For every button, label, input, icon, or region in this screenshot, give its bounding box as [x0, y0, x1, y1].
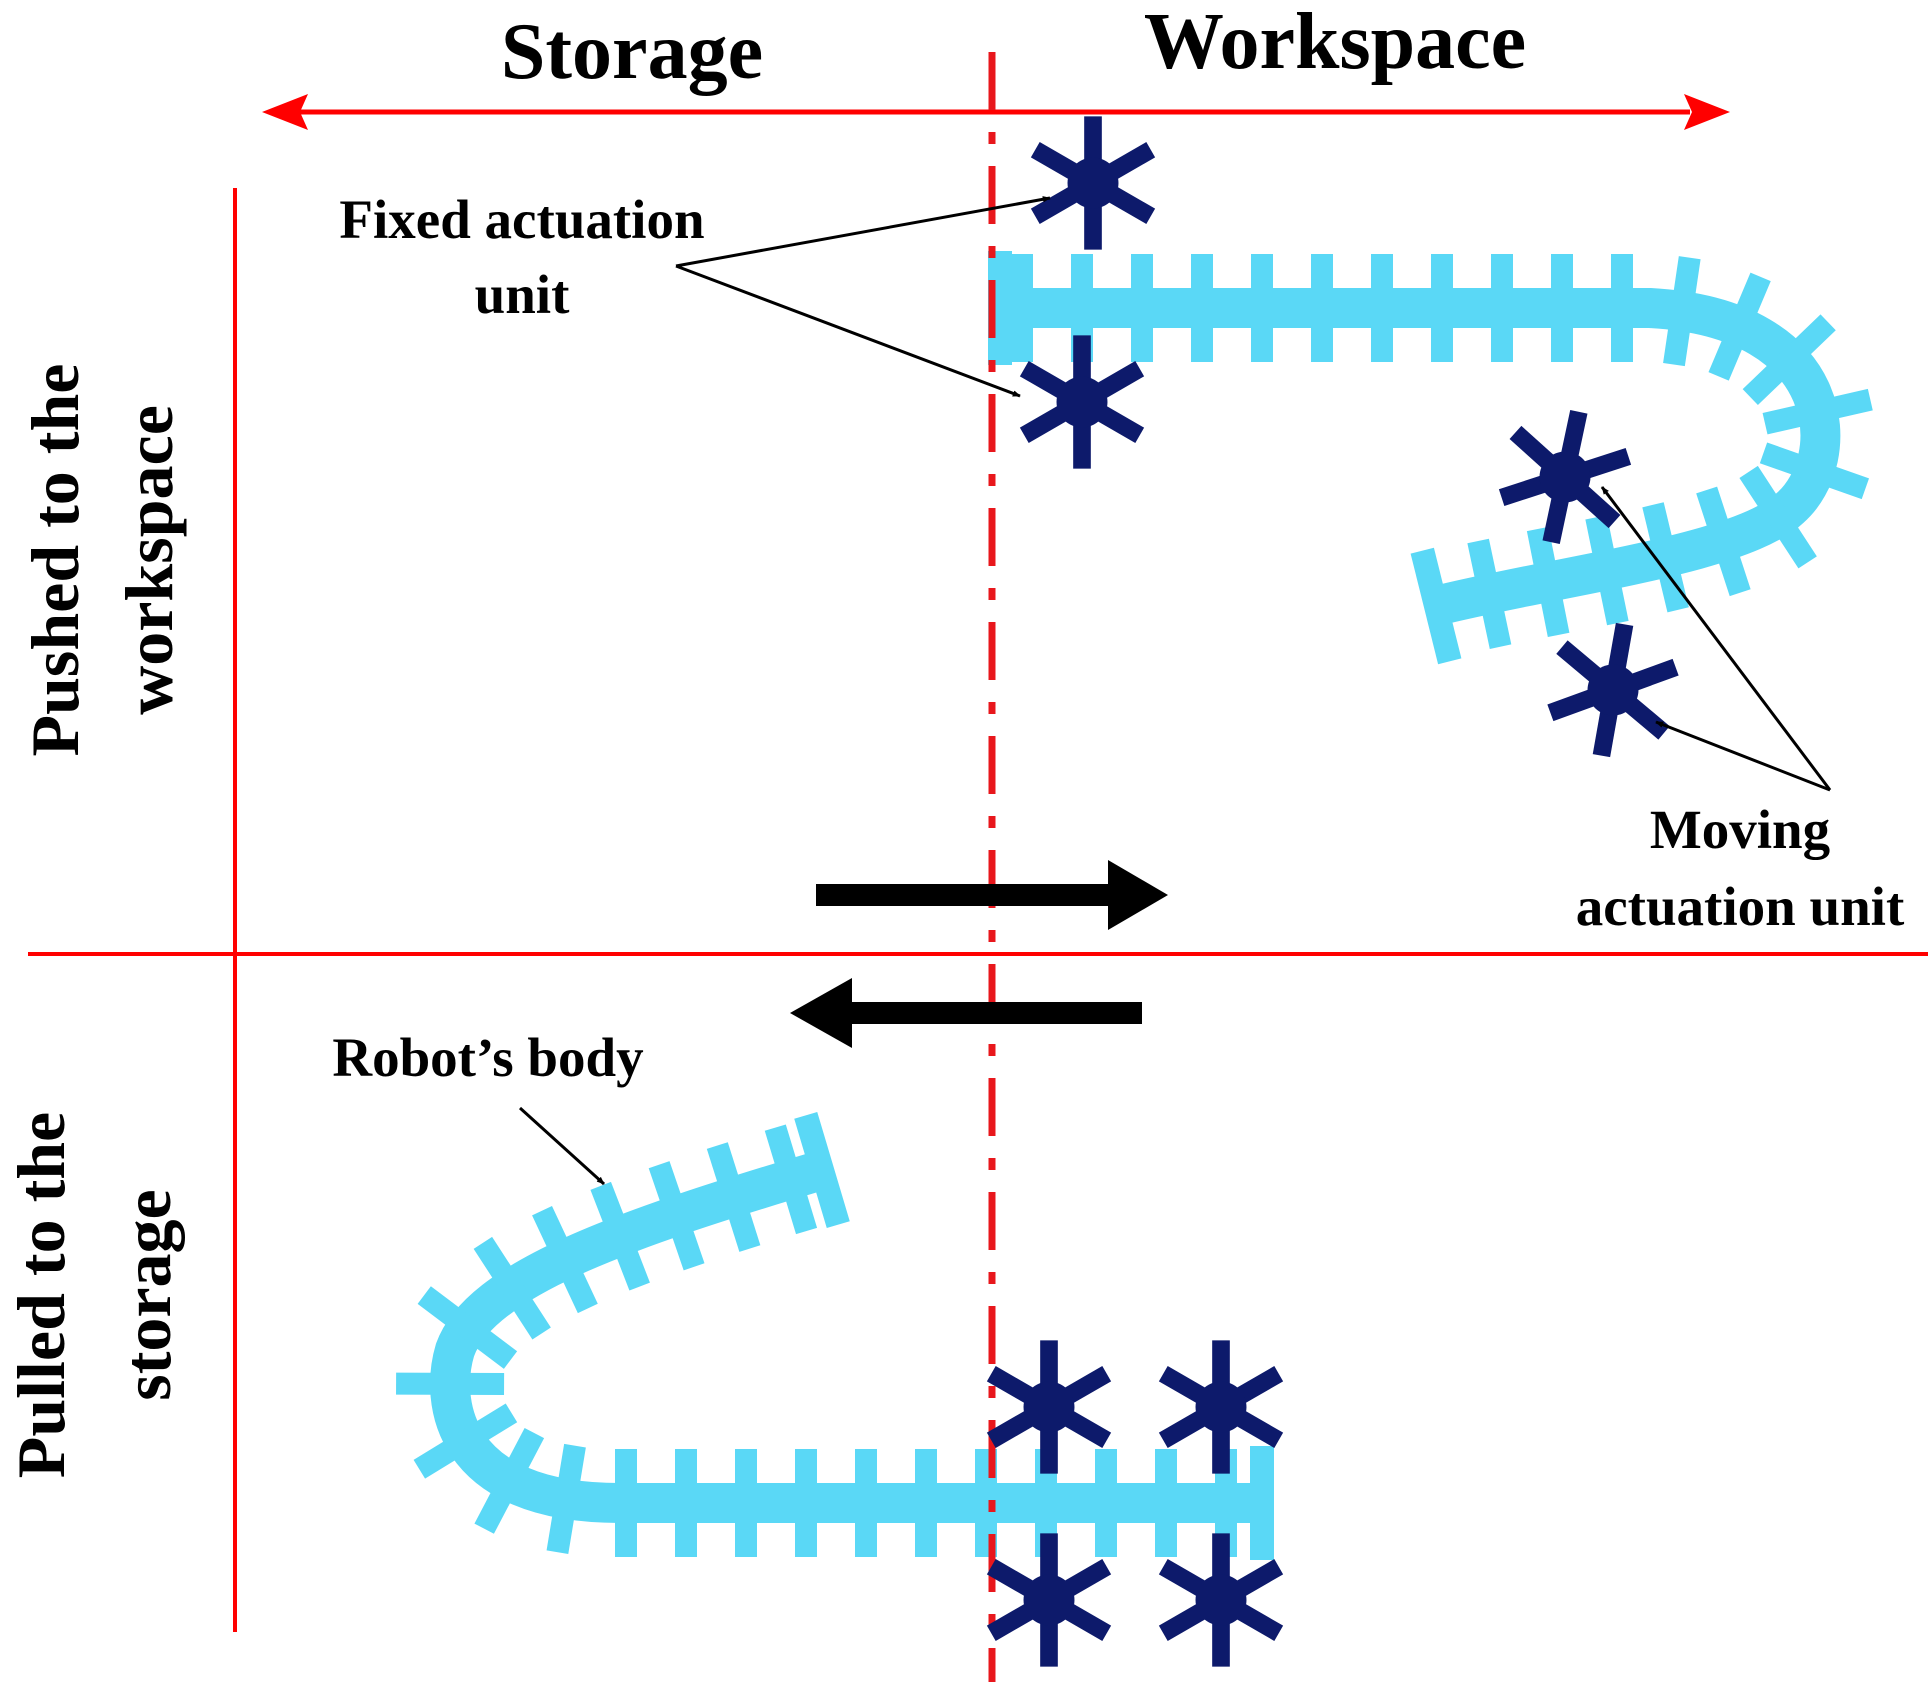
row-label-pulled-line1: Pulled to the: [3, 1112, 79, 1478]
workspace-label: Workspace: [1144, 0, 1526, 86]
robot-segment-tick: [648, 1161, 705, 1271]
moving-actuation-unit-icon: [1490, 398, 1640, 556]
robot-segment-tick: [1526, 526, 1570, 638]
robot-segment-tick: [764, 1124, 818, 1235]
robot-segment-tick: [417, 1286, 518, 1369]
robot-body-pushed: [988, 251, 1873, 665]
row-label-pushed: Pushed to the: [17, 364, 93, 757]
robot-segment-tick: [413, 1403, 518, 1479]
pull-direction-arrow-icon: [790, 978, 1142, 1048]
storage-workspace-axis-arrow: [262, 94, 1730, 130]
fixed-actuation-unit-icon: [1019, 335, 1145, 469]
fixed-unit-pointer-upper: [675, 196, 1051, 268]
robot-body-pulled: [396, 1111, 1274, 1560]
fixed-unit-label-line2: unit: [475, 264, 570, 325]
fixed-unit-pointer-lower: [675, 264, 1021, 398]
robot-end-plate: [1410, 547, 1462, 665]
robot-segment-tick: [1762, 388, 1873, 435]
robot-segment-tick: [532, 1205, 598, 1314]
row-label-pulled-line2: storage: [109, 1189, 185, 1400]
robot-segment-tick: [1642, 502, 1689, 613]
robot-segment-tick: [1585, 515, 1629, 626]
row-label-pulled: Pulled to the: [3, 1112, 79, 1478]
robot-segment-tick: [1759, 442, 1870, 500]
row-label-pushed-line2-group: workspace: [111, 405, 187, 715]
robot-segment-tick: [1467, 538, 1512, 649]
moving-unit-label-line2: actuation unit: [1576, 876, 1905, 937]
robot-segment-tick: [473, 1236, 551, 1340]
robot-end-plate: [794, 1111, 850, 1229]
robot-segment-tick: [1708, 272, 1771, 381]
fixed-actuation-unit-icon: [986, 1533, 1112, 1667]
robot-body-label: Robot’s body: [332, 1027, 643, 1088]
robot-segment-tick: [1739, 465, 1817, 569]
robot-segment-tick: [590, 1181, 650, 1291]
moving-unit-label-line1: Moving: [1650, 799, 1830, 860]
row-label-pushed-line1: Pushed to the: [17, 364, 93, 757]
row-label-pulled-line2-group: storage: [109, 1189, 185, 1400]
robot-segment-tick: [1696, 486, 1751, 597]
fixed-unit-label-line1: Fixed actuation: [339, 189, 704, 250]
robot-segment-tick: [1742, 314, 1836, 406]
fixed-actuation-unit-icon: [1030, 116, 1156, 250]
moving-unit-pointer-lower: [1655, 720, 1831, 792]
robot-backbone: [1000, 288, 1841, 626]
moving-actuation-unit-icon: [1540, 613, 1686, 767]
robot-segment-tick: [706, 1142, 761, 1252]
robot-segment-tick: [474, 1427, 545, 1534]
storage-label: Storage: [501, 8, 763, 96]
push-direction-arrow-icon: [816, 860, 1168, 930]
moving-unit-pointer-upper: [1600, 486, 1832, 791]
robot-segment-tick: [546, 1443, 586, 1555]
fixed-actuation-unit-icon: [986, 1340, 1112, 1474]
robot-segment-tick: [1663, 256, 1701, 367]
row-label-pushed-line2: workspace: [111, 405, 187, 715]
robot-body-pointer: [518, 1106, 606, 1186]
